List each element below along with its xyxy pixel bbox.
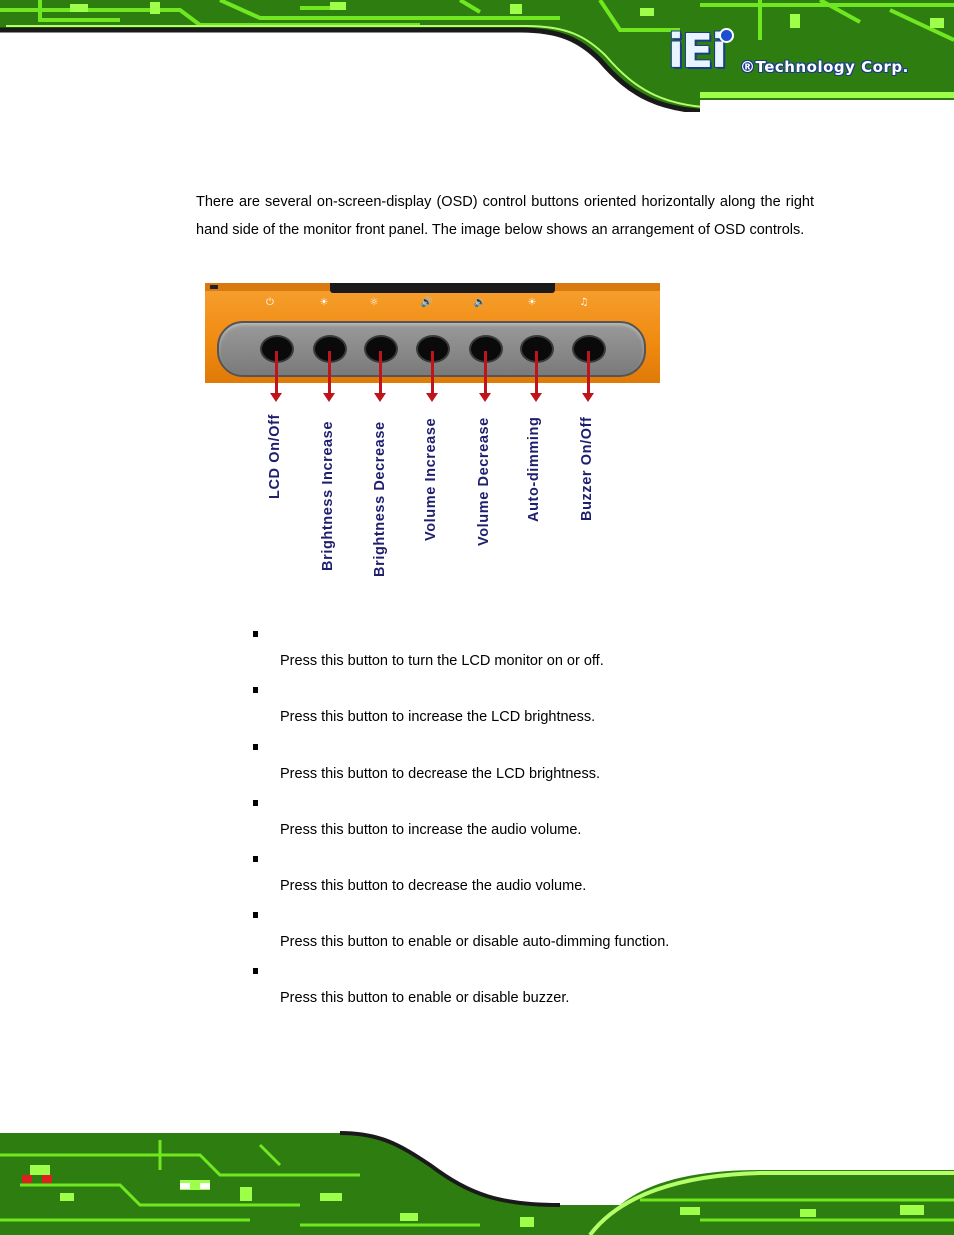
bullet-icon [253,631,258,637]
label-brightness-increase: Brightness Increase [320,420,336,571]
label-buzzer-on-off: Buzzer On/Off [579,416,595,521]
arrow-down-icon [479,393,491,402]
arrow-down-icon [323,393,335,402]
page-footer [0,1125,954,1235]
item-description: Press this button to turn the LCD monito… [280,653,604,669]
bullet-icon [253,744,258,750]
panel-corner-mark [210,285,218,289]
arrow-down-icon [374,393,386,402]
pointer-line [587,351,590,397]
pointer-line [431,351,434,397]
volume-down-icon: 🔉 [473,297,487,308]
logo-text: ®Technology Corp. [740,58,909,76]
company-logo: iEi ®Technology Corp. [668,28,918,80]
item-description: Press this button to enable or disable b… [280,990,570,1006]
pointer-line [484,351,487,397]
pointer-line [379,351,382,397]
item-description: Press this button to increase the audio … [280,822,582,838]
label-brightness-decrease: Brightness Decrease [372,421,388,577]
page-header: iEi ®Technology Corp. [0,0,954,112]
label-volume-decrease: Volume Decrease [476,417,492,546]
buzzer-icon: ♫ [579,297,589,308]
item-description: Press this button to increase the LCD br… [280,709,596,725]
bullet-icon [253,687,258,693]
logo-dot-icon [719,28,734,43]
arrow-down-icon [270,393,282,402]
brightness-down-icon: ☼ [369,297,379,308]
circuit-board-footer-graphic [0,1125,954,1235]
item-description: Press this button to decrease the audio … [280,878,587,894]
item-description: Press this button to enable or disable a… [280,934,670,950]
bullet-icon [253,856,258,862]
item-description: Press this button to decrease the LCD br… [280,766,600,782]
circuit-board-header-graphic [0,0,954,112]
label-volume-increase: Volume Increase [423,417,439,541]
pointer-line [328,351,331,397]
bullet-icon [253,968,258,974]
power-icon: ⏻ [266,297,274,308]
brightness-up-icon: ☀ [319,297,329,308]
pointer-line [535,351,538,397]
lcd-screen-edge [330,283,555,293]
logo-mark: iEi [668,24,727,78]
bullet-icon [253,912,258,918]
label-lcd-on-off: LCD On/Off [267,414,283,499]
bullet-icon [253,800,258,806]
auto-dimming-icon: ☀ [527,297,537,308]
label-auto-dimming: Auto-dimming [526,416,542,522]
osd-controls-figure: ⏻ ☀ ☼ 🔊 🔉 ☀ ♫ LCD On/Off Brightness Incr… [200,283,670,583]
arrow-down-icon [530,393,542,402]
arrow-down-icon [582,393,594,402]
intro-paragraph: There are several on-screen-display (OSD… [196,193,814,238]
pointer-line [275,351,278,397]
arrow-down-icon [426,393,438,402]
volume-up-icon: 🔊 [420,297,434,308]
